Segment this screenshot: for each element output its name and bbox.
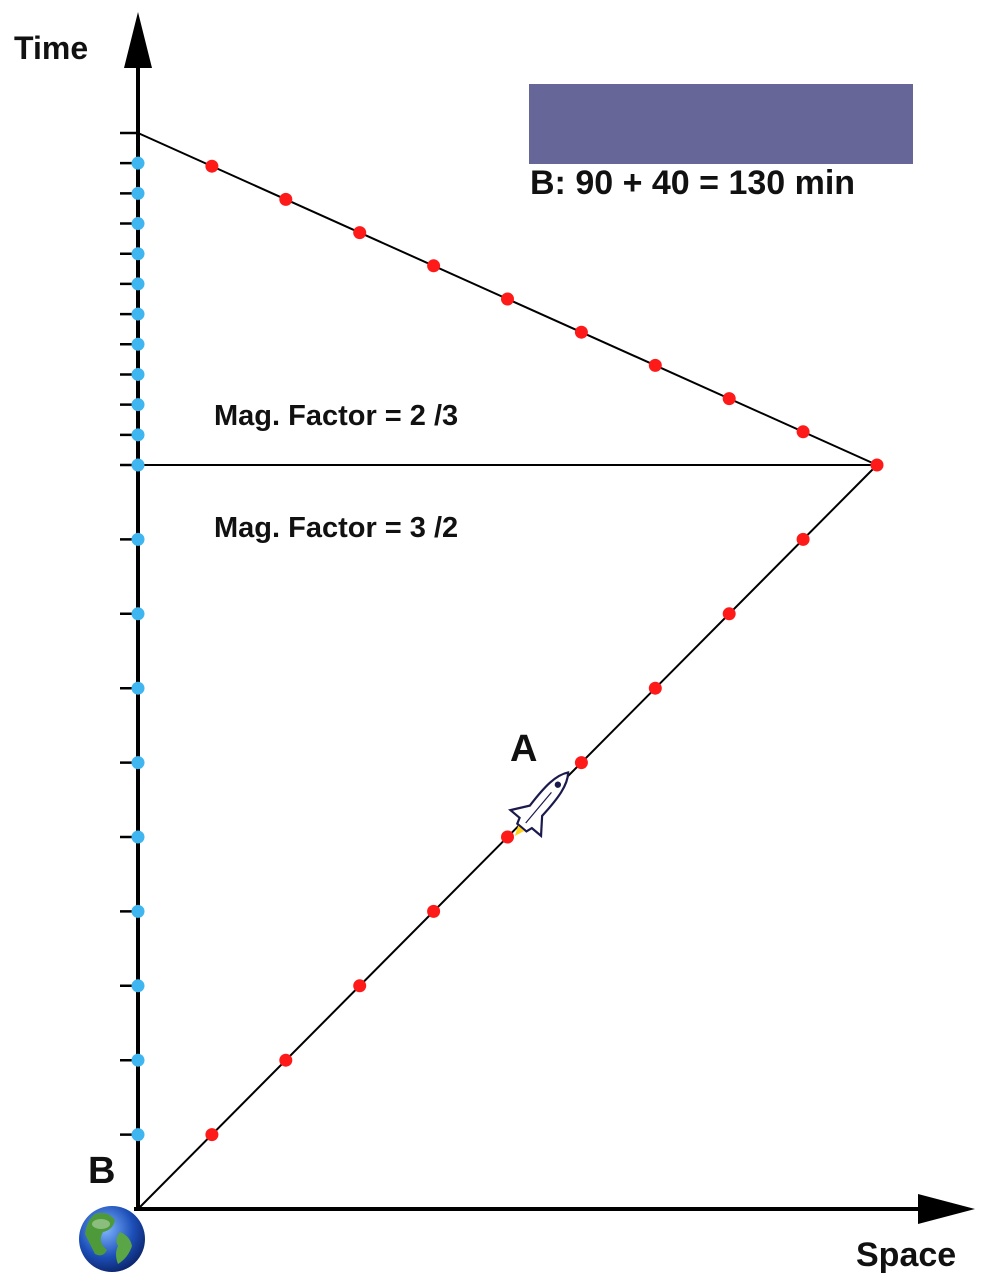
earth-observer-label: B	[88, 1150, 116, 1192]
ship-clock-dot	[501, 830, 514, 844]
earth-clock-dot	[131, 367, 145, 381]
earth-clock-dot	[131, 1053, 145, 1067]
ship-clock-dot	[205, 1128, 219, 1142]
earth-clock-dot	[131, 398, 145, 412]
earth-clock-dot	[131, 428, 145, 442]
earth-clock-dot	[131, 458, 145, 472]
earth-clock-dot	[131, 277, 145, 291]
space-shuttle-icon	[508, 771, 570, 839]
earth-clock-dot	[131, 247, 145, 261]
time-summary-caption: B: 90 + 40 = 130 min	[530, 164, 856, 202]
time-summary-panel	[529, 84, 913, 164]
earth-clock-dot	[131, 979, 145, 993]
earth-clock-dot	[131, 307, 145, 321]
ship-clock-dot	[648, 358, 662, 372]
lower-mag-factor-label: Mag. Factor = 3 /2	[214, 512, 459, 544]
ship-clock-dot	[353, 226, 367, 240]
ship-clock-dot	[279, 192, 293, 206]
ship-clock-dot	[427, 904, 441, 918]
ship-clock-dot	[796, 532, 810, 546]
ship-clock-dot	[427, 259, 441, 273]
ship-clock-dot	[648, 681, 662, 695]
earth-clock-dot	[131, 217, 145, 231]
ship-clock-dot	[796, 425, 810, 439]
turnaround-dot	[870, 458, 884, 472]
space-axis-label: Space	[856, 1236, 957, 1274]
earth-clock-dot	[131, 904, 145, 918]
ship-clock-dot	[353, 979, 367, 993]
ship-clock-dot	[574, 756, 588, 770]
earth-clock-dot	[131, 186, 145, 200]
earth-clock-dot	[131, 681, 145, 695]
earth-clock-dot	[131, 156, 145, 170]
tick-layer	[120, 131, 884, 1142]
earth-clock-dot	[131, 830, 145, 844]
earth-clock-dot	[131, 1128, 145, 1142]
ship-clock-dot	[722, 607, 736, 621]
time-axis-arrowhead	[124, 12, 152, 68]
ship-clock-dot	[722, 392, 736, 406]
ship-clock-dot	[574, 325, 588, 339]
ship-clock-dot	[279, 1053, 293, 1067]
space-axis-arrowhead	[918, 1194, 975, 1224]
upper-mag-factor-label: Mag. Factor = 2 /3	[214, 400, 459, 432]
earth-clock-dot	[131, 756, 145, 770]
earth-clock-dot	[131, 532, 145, 546]
earth-clock-dot	[131, 607, 145, 621]
ship-clock-dot	[501, 292, 514, 306]
ship-clock-dot	[205, 159, 219, 173]
earth-globe-icon	[79, 1206, 145, 1272]
time-axis-label: Time	[14, 30, 89, 66]
ship-observer-label: A	[510, 728, 538, 770]
earth-clock-dot	[131, 337, 145, 351]
